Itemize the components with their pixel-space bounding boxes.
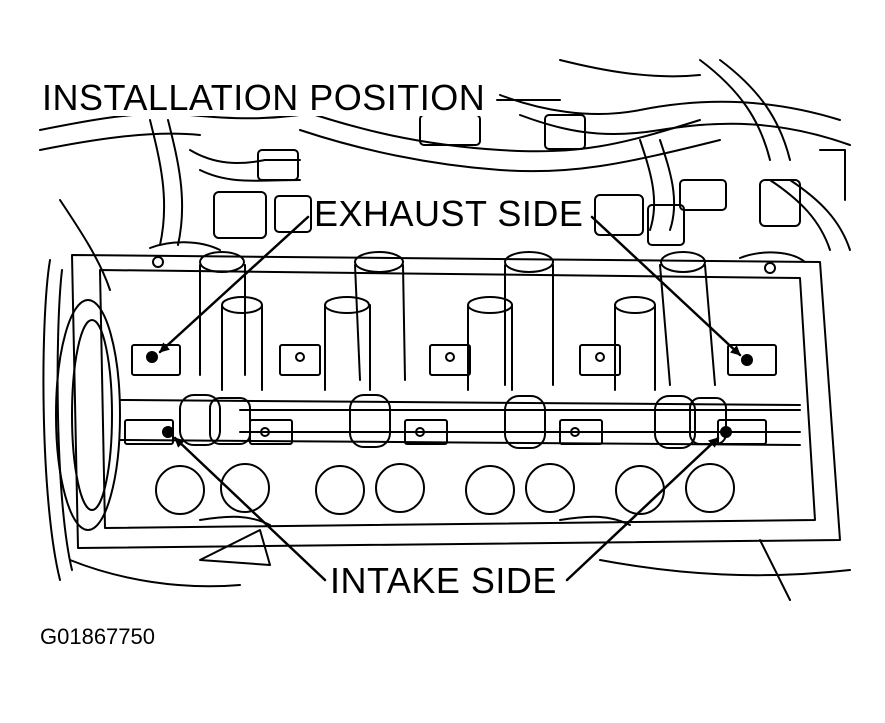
intake-bolt-right [720,426,732,438]
intake-side-label: INTAKE SIDE [328,560,559,601]
exhaust-side-label: EXHAUST SIDE [312,193,586,234]
exhaust-bolt-left [146,351,158,363]
timing-cover [42,259,121,581]
exhaust-bearing-caps [131,344,777,376]
cylinder-head [71,241,841,549]
intake-arrow-left [173,436,327,582]
installation-position-label: INSTALLATION POSITION [40,77,488,118]
bolt-markers [146,351,753,438]
lower-block [69,529,851,601]
exhaust-arrow-right [590,215,742,357]
camshaft [119,394,801,449]
exhaust-bolt-right [741,354,753,366]
intake-arrow-right [565,436,720,582]
wiring-harness [39,59,851,291]
figure-id: G01867750 [40,624,155,649]
callout-arrows [158,215,742,582]
intake-ports [155,463,735,515]
intake-tubes [221,296,656,391]
intake-bearing-caps [124,419,767,445]
intake-bolt-left [162,426,174,438]
exhaust-tubes [199,251,716,386]
exhaust-arrow-left [158,215,310,354]
